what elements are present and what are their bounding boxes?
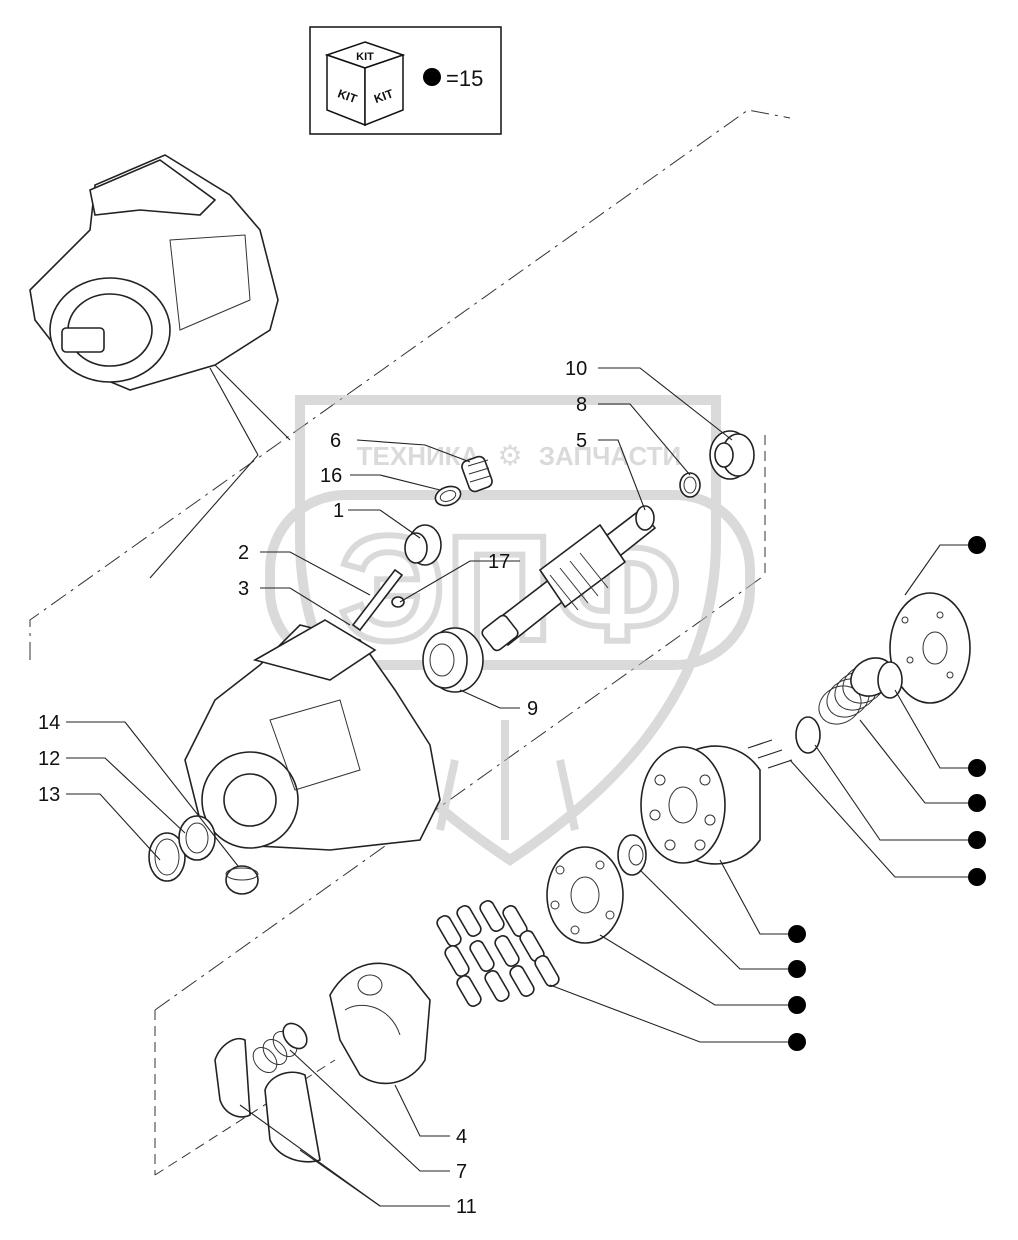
kit-marker — [968, 536, 986, 554]
callout-3: 3 — [238, 578, 249, 600]
kit-marker — [788, 1033, 806, 1051]
callout-4: 4 — [456, 1126, 467, 1148]
oring-part-17 — [391, 596, 405, 608]
callout-10: 10 — [565, 358, 587, 380]
kit-marker — [968, 794, 986, 812]
pistons-kit-part — [436, 900, 560, 1007]
cylinder-block-kit-part — [640, 745, 761, 865]
callout-12: 12 — [38, 748, 60, 770]
callout-6: 6 — [330, 430, 341, 452]
kit-marker — [788, 925, 806, 943]
bearing-part-10 — [709, 430, 755, 480]
spherical-guide-kit-part — [617, 834, 647, 876]
kit-markers — [788, 536, 986, 1051]
callout-8: 8 — [576, 394, 587, 416]
callout-1: 1 — [333, 500, 344, 522]
kit-cube-left-text: KIT — [336, 86, 360, 106]
pins-kit-part — [747, 739, 793, 769]
kit-legend-dot — [423, 68, 441, 86]
kit-marker — [788, 960, 806, 978]
cap-part-14 — [225, 865, 259, 895]
callout-9: 9 — [527, 698, 538, 720]
callout-16: 16 — [320, 465, 342, 487]
retainer-plate-kit-part — [546, 846, 624, 944]
kit-cube-icon: KIT KIT KIT — [324, 41, 406, 127]
watermark-gear-icon: ⚙ — [497, 439, 522, 472]
callout-labels: 10 8 6 5 16 1 2 17 3 9 14 12 13 4 7 11 — [38, 358, 587, 1218]
kit-legend-value: =15 — [446, 66, 483, 91]
ring-kit-part — [795, 661, 903, 754]
valve-plate-kit-part — [889, 592, 971, 704]
ring-part-8 — [679, 472, 701, 498]
spring-part-7 — [252, 1022, 308, 1074]
bearing-part-9 — [422, 627, 484, 693]
callout-13: 13 — [38, 784, 60, 806]
callout-5: 5 — [576, 430, 587, 452]
snap-ring-part-13 — [148, 832, 186, 882]
callout-17: 17 — [488, 551, 510, 573]
plug-part-1 — [404, 524, 442, 566]
kit-legend-box: KIT KIT KIT =15 — [309, 26, 502, 135]
ring-part-12 — [178, 815, 216, 861]
watermark-wheat-icon — [436, 720, 579, 840]
callout-7: 7 — [456, 1161, 467, 1183]
callout-2: 2 — [238, 542, 249, 564]
swash-plate-part-4 — [329, 962, 431, 1085]
kit-marker — [968, 759, 986, 777]
callout-14: 14 — [38, 712, 60, 734]
kit-cube-top-text: KIT — [356, 51, 374, 63]
watermark-right-text: ЗАПЧАСТИ — [539, 441, 682, 471]
plug-part-6 — [461, 455, 493, 493]
bearing-shells-part-11 — [214, 1038, 321, 1163]
callout-11: 11 — [456, 1196, 477, 1218]
pump-assembly-top — [29, 154, 291, 579]
kit-marker — [788, 996, 806, 1014]
leader-lines — [66, 367, 970, 1207]
pin-part-2 — [351, 568, 404, 632]
kit-marker — [968, 831, 986, 849]
kit-cube-right-text: KIT — [372, 86, 396, 106]
watermark-left-text: ТЕХНИКА — [357, 441, 480, 471]
kit-marker — [968, 868, 986, 886]
seal-part-16 — [434, 485, 462, 507]
drive-shaft-part-5 — [481, 505, 657, 652]
pump-housing — [184, 619, 441, 851]
